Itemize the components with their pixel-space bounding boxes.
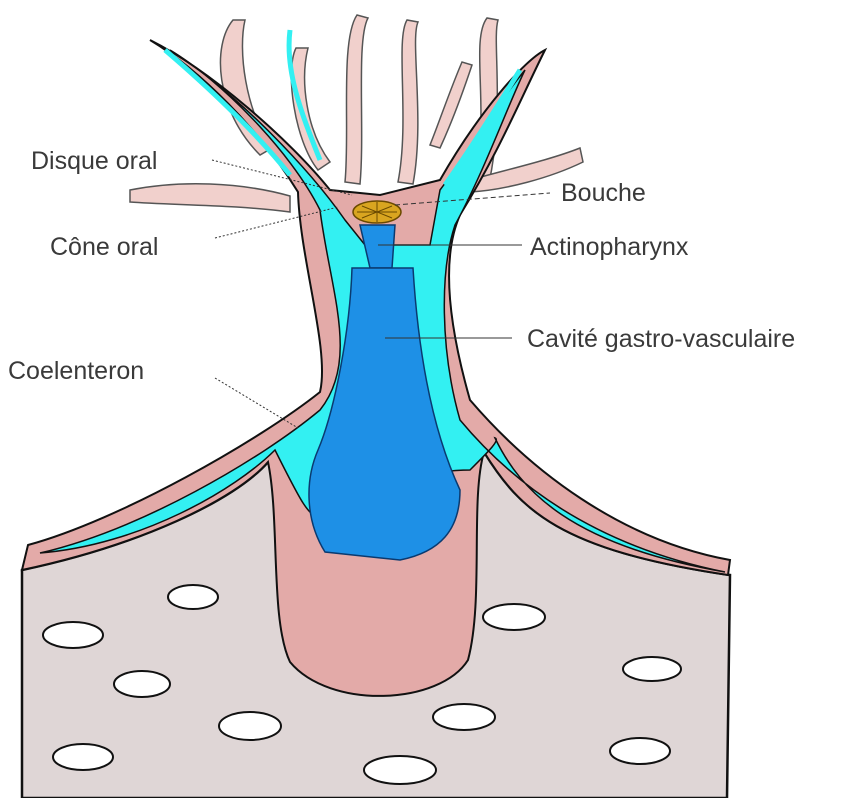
mouth: [353, 201, 401, 223]
label-actinopharynx: Actinopharynx: [530, 235, 688, 260]
label-disque-oral: Disque oral: [31, 149, 157, 174]
label-cone-oral: Cône oral: [50, 235, 158, 260]
label-cavite-gastro-vasculaire: Cavité gastro-vasculaire: [527, 327, 795, 352]
label-coelenteron: Coelenteron: [8, 359, 144, 384]
label-bouche: Bouche: [561, 181, 646, 206]
